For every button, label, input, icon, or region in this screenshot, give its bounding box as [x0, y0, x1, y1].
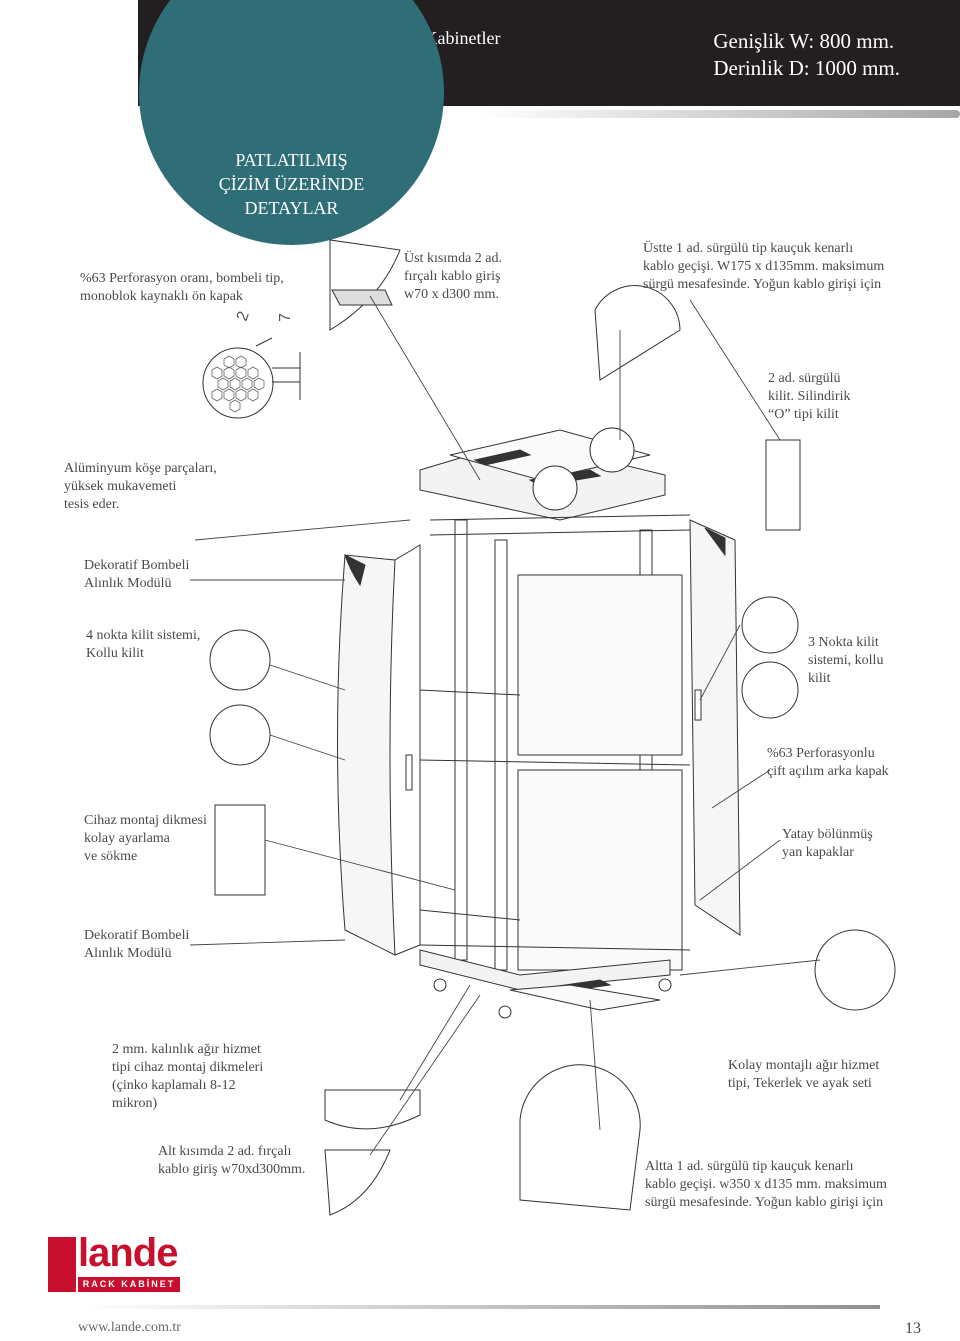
lande-logo: lande RACK KABİNET [48, 1231, 180, 1292]
label-four-point-lock: 4 nokta kilit sistemi,Kollu kilit [86, 628, 201, 661]
badge-circle [139, 0, 444, 245]
footer-divider [80, 1305, 880, 1309]
dimension-mark-7: 7 [277, 313, 294, 322]
badge-text: PATLATILMIŞ ÇİZİM ÜZERİNDE DETAYLAR [218, 150, 365, 218]
label-corner: Alüminyum köşe parçaları,yüksek mukaveme… [64, 461, 217, 512]
rear-door [689, 519, 741, 936]
label-front-door: %63 Perforasyon oranı, bombeli tip,monob… [80, 271, 284, 304]
footer-url[interactable]: www.lande.com.tr [78, 1320, 181, 1335]
depth-spec: Derinlik D: 1000 mm. [713, 56, 900, 80]
header-shadow [480, 110, 960, 118]
cabinet-body [419, 429, 691, 1019]
exploded-view-badge: PATLATILMIŞ ÇİZİM ÜZERİNDE DETAYLAR [139, 0, 444, 248]
detail-circles [209, 239, 896, 1216]
logo-subtitle: RACK KABİNET [78, 1277, 180, 1292]
leader-lines [189, 295, 821, 1156]
page-number: 13 [905, 1320, 921, 1337]
width-spec: Genişlik W: 800 mm. [713, 29, 895, 53]
front-door [337, 544, 421, 956]
dimension-mark-2: 2 [234, 309, 253, 323]
perforation-detail [202, 337, 301, 419]
logo-wordmark: lande [78, 1231, 178, 1275]
dimension-spec: Genişlik W: 800 mm. Derinlik D: 1000 mm. [713, 28, 900, 82]
logo-mark [48, 1237, 76, 1292]
